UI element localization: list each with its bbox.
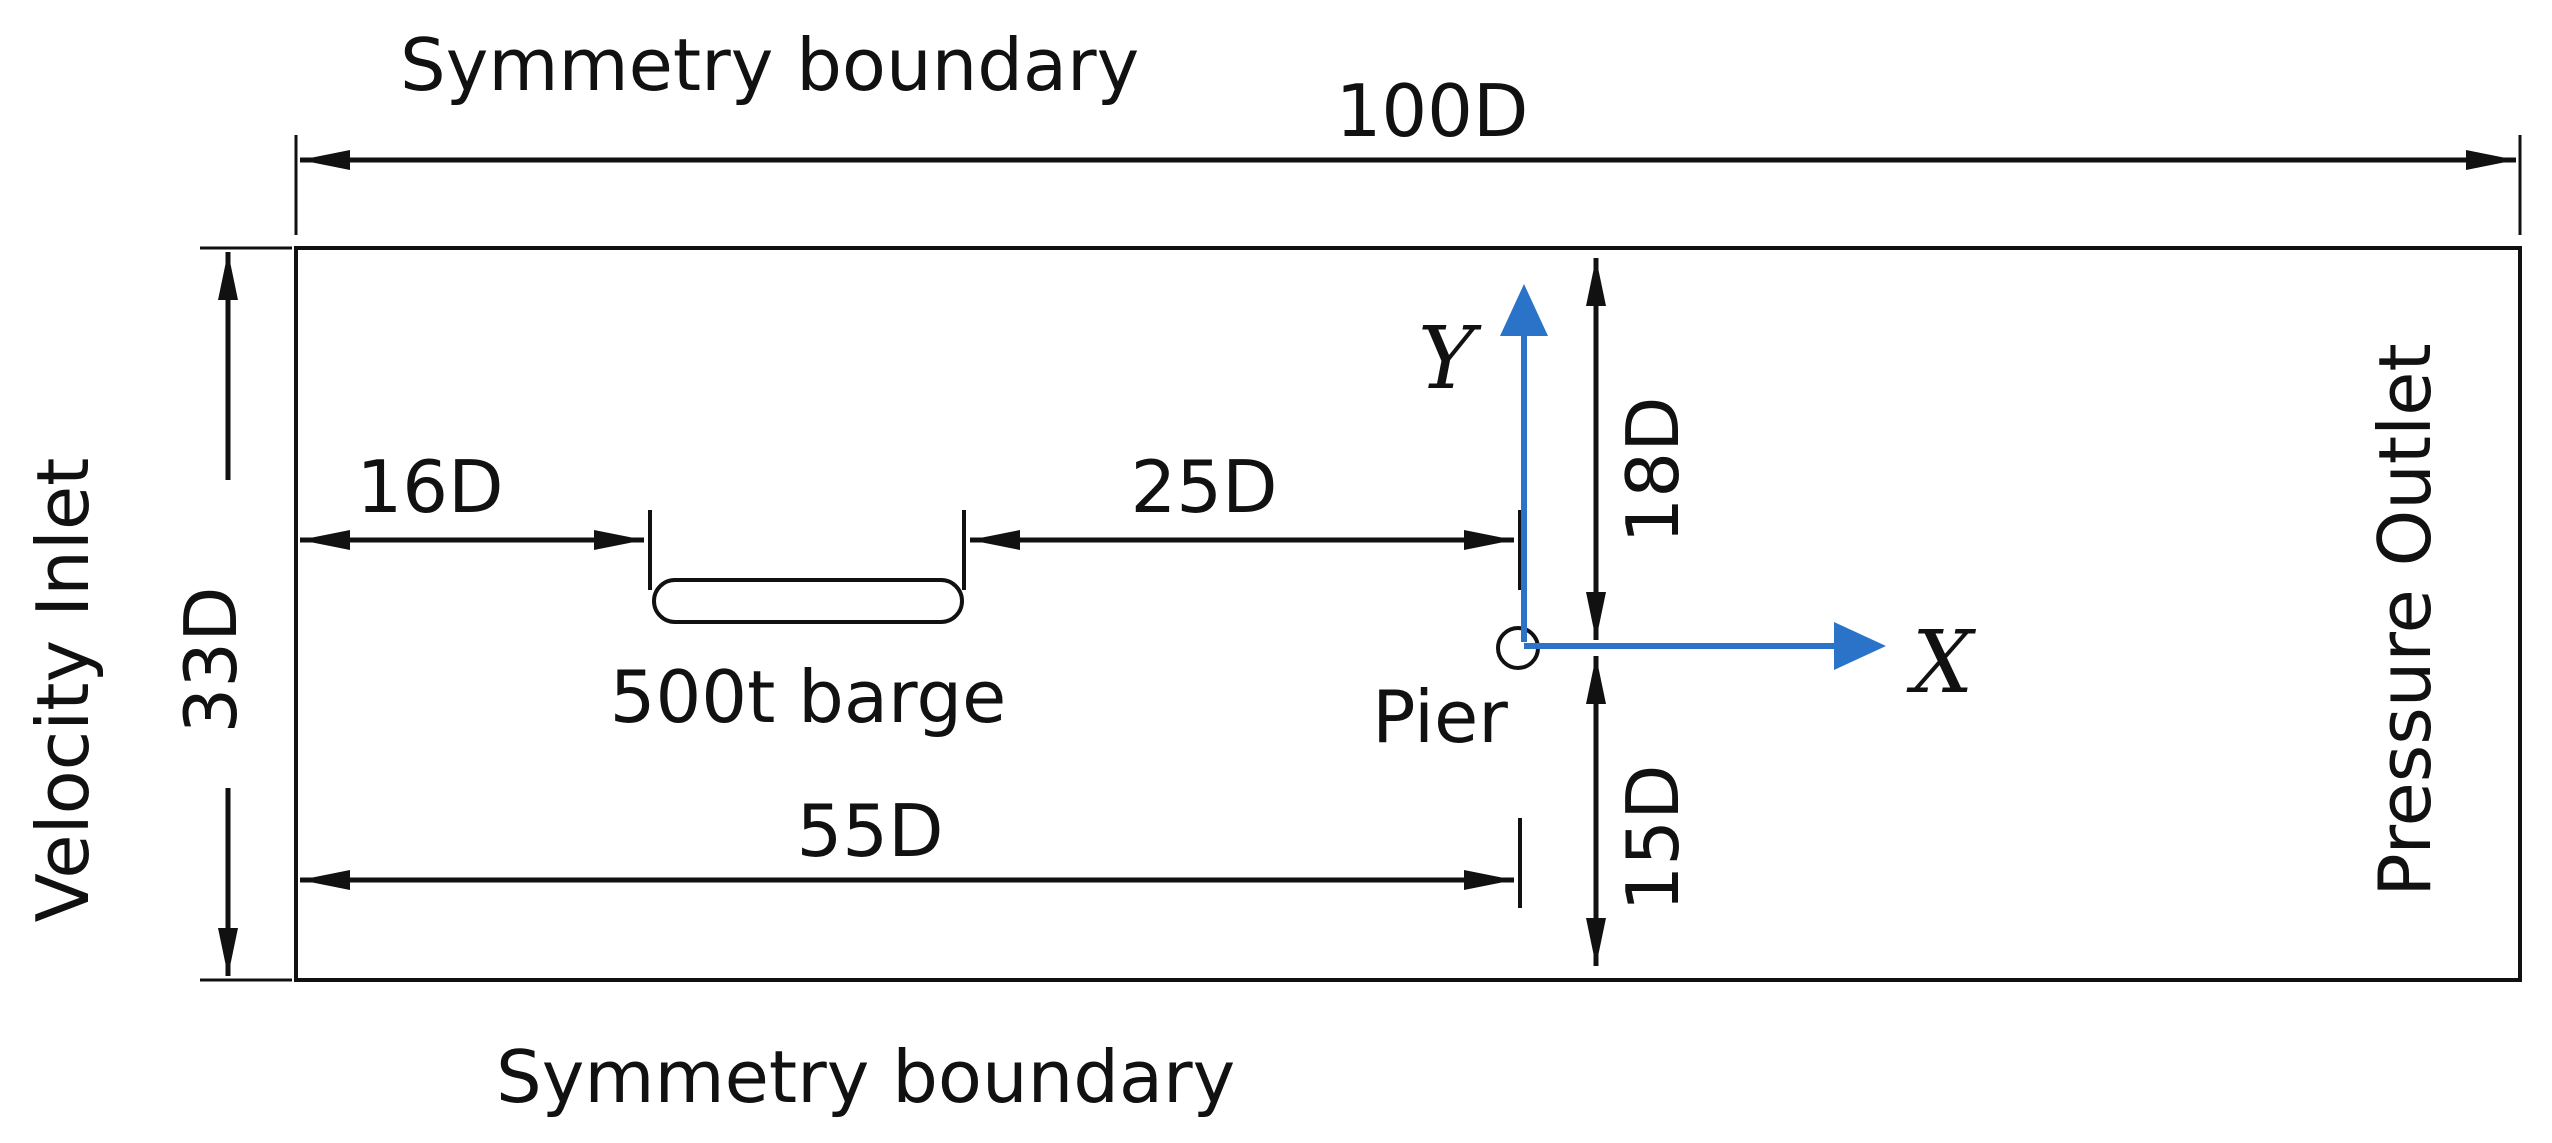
arrowhead-55d-right bbox=[1464, 870, 1514, 890]
arrowhead-25d-right bbox=[1464, 530, 1514, 550]
arrowhead-33d-bottom bbox=[218, 928, 238, 976]
arrowhead-33d-top bbox=[218, 252, 238, 300]
arrowhead-18d-bottom bbox=[1586, 592, 1606, 640]
arrowhead-16d-left bbox=[300, 530, 350, 550]
x-axis-arrowhead bbox=[1834, 622, 1886, 670]
dimension-label-18d: 18D bbox=[1611, 396, 1695, 543]
barge-hull bbox=[652, 578, 964, 624]
arrowhead-18d-top bbox=[1586, 258, 1606, 306]
dimension-label-100d: 100D bbox=[1336, 69, 1529, 153]
top-boundary-label: Symmetry boundary bbox=[400, 23, 1139, 107]
domain-boundary bbox=[294, 246, 2522, 982]
arrowhead-16d-right bbox=[594, 530, 644, 550]
y-axis-arrowhead bbox=[1500, 284, 1548, 336]
pier-label: Pier bbox=[1372, 675, 1508, 759]
bottom-boundary-label: Symmetry boundary bbox=[496, 1035, 1235, 1119]
dimension-label-33d: 33D bbox=[169, 586, 253, 733]
dimension-label-55d: 55D bbox=[796, 789, 943, 873]
dimension-label-15d: 15D bbox=[1611, 764, 1695, 911]
arrowhead-15d-top bbox=[1586, 656, 1606, 704]
arrowhead-25d-left bbox=[970, 530, 1020, 550]
barge-label: 500t barge bbox=[610, 655, 1007, 739]
y-axis-label: Y bbox=[1418, 309, 1482, 409]
arrowhead-15d-bottom bbox=[1586, 918, 1606, 966]
arrowhead-100d-right bbox=[2466, 150, 2516, 170]
dimension-label-25d: 25D bbox=[1130, 445, 1277, 529]
arrowhead-55d-left bbox=[300, 870, 350, 890]
inlet-label: Velocity Inlet bbox=[21, 458, 105, 923]
outlet-label: Pressure Outlet bbox=[2363, 343, 2447, 896]
x-axis-label: X bbox=[1906, 613, 1977, 713]
dimension-label-16d: 16D bbox=[356, 445, 503, 529]
arrowhead-100d-left bbox=[300, 150, 350, 170]
